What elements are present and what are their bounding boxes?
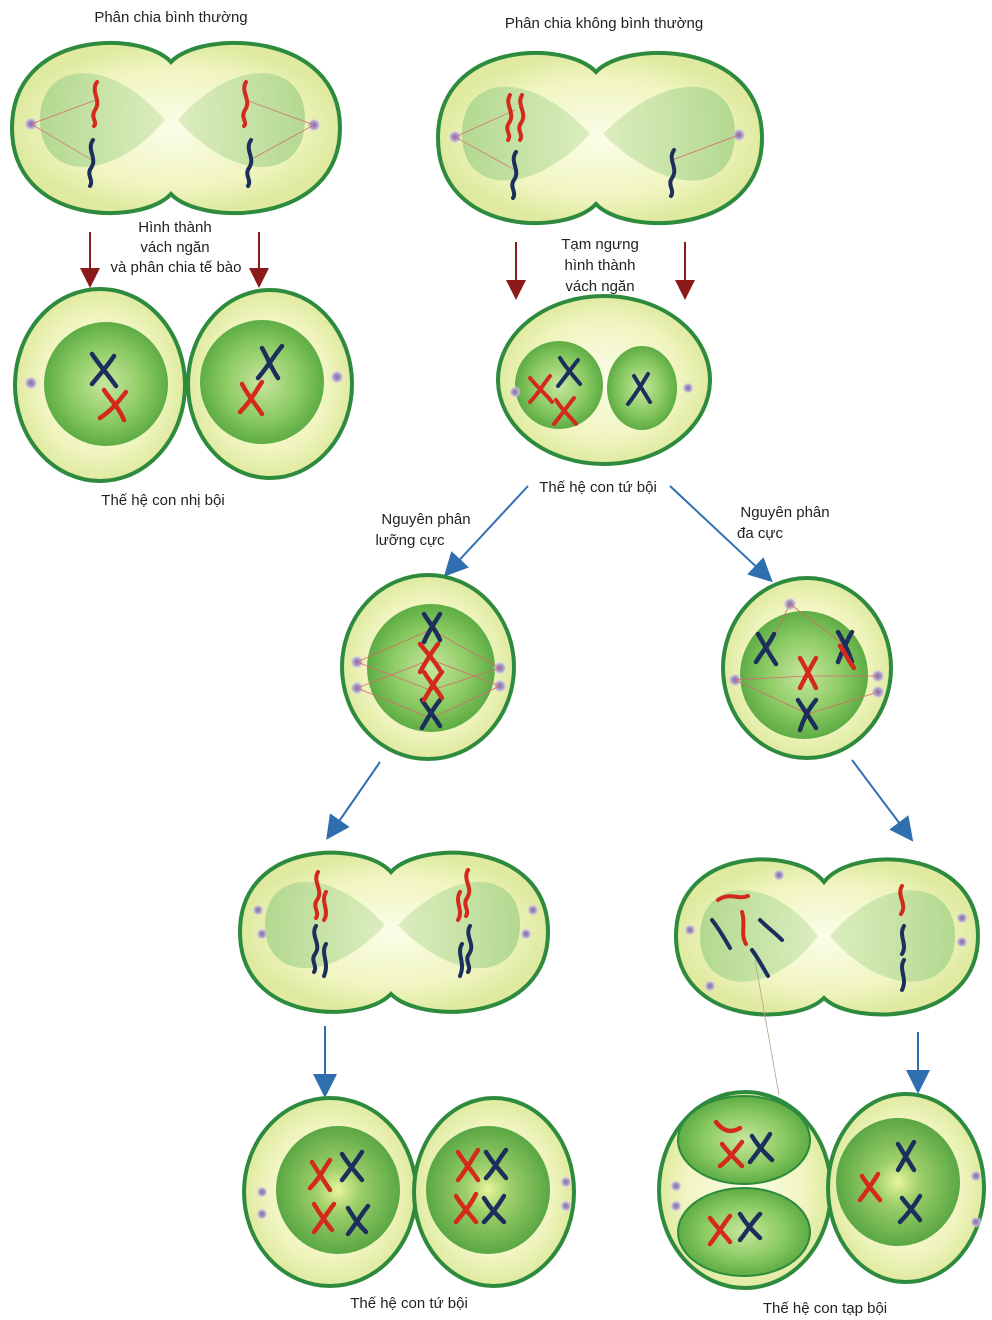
label-septum-pause-2: hình thành	[565, 257, 636, 274]
label-normal-division: Phân chia bình thường	[94, 9, 247, 26]
label-bipolar-mitosis-1: Nguyên phân	[381, 511, 470, 528]
label-multipolar-mitosis-1: Nguyên phân	[740, 504, 829, 521]
multipolar-anaphase-cell	[676, 860, 978, 1095]
arrow-down-icon	[852, 760, 906, 832]
tetraploid-cell-right	[414, 1098, 574, 1286]
cell-normal-division	[12, 43, 340, 213]
arrow-down-icon	[333, 762, 380, 830]
aneuploid-cell-right	[828, 1094, 984, 1282]
diploid-cell-left	[15, 289, 185, 481]
cell-abnormal-division	[438, 53, 762, 223]
label-diploid-offspring: Thế hệ con nhị bội	[101, 492, 224, 509]
label-septum-pause-1: Tạm ngưng	[561, 236, 639, 253]
label-abnormal-division: Phân chia không bình thường	[505, 15, 703, 32]
binucleate-cell	[498, 296, 710, 464]
label-septum-formation-3: và phân chia tế bào	[111, 259, 242, 276]
label-aneuploid-offspring: Thế hệ con tạp bội	[763, 1300, 887, 1317]
label-septum-formation-1: Hình thành	[138, 219, 211, 236]
aneuploid-cell-binucleate	[659, 1092, 831, 1288]
bipolar-metaphase-cell	[342, 575, 514, 759]
label-bipolar-mitosis-2: lưỡng cực	[375, 532, 445, 549]
label-septum-formation-2: vách ngăn	[140, 239, 209, 256]
bipolar-anaphase-cell	[240, 853, 548, 1012]
label-septum-pause-3: vách ngăn	[565, 278, 634, 295]
label-tetraploid-offspring-bottom: Thế hệ con tứ bội	[350, 1295, 468, 1312]
diploid-cell-right	[188, 290, 352, 478]
label-multipolar-mitosis-2: đa cực	[737, 525, 783, 542]
label-tetraploid-offspring-top: Thế hệ con tứ bội	[539, 479, 657, 496]
multipolar-metaphase-cell	[723, 578, 891, 758]
tetraploid-cell-left	[244, 1098, 416, 1286]
